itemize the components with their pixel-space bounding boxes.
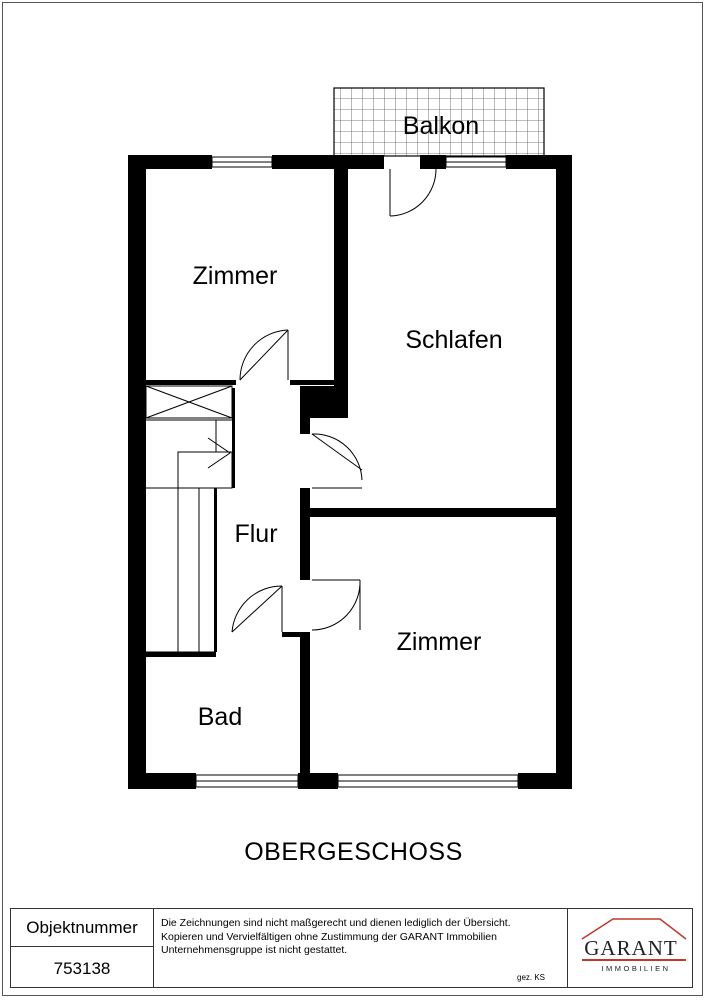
- garant-logo: GARANT IMMOBILIEN: [581, 918, 687, 973]
- object-number-label: Objektnummer: [11, 909, 153, 947]
- disclaimer: Die Zeichnungen sind nicht maßgerecht un…: [161, 917, 561, 958]
- logo-name: GARANT: [584, 936, 678, 960]
- windows: [195, 156, 519, 788]
- object-number: 753138: [53, 959, 111, 978]
- room-label-bad: Bad: [198, 703, 242, 731]
- room-label-zimmer-bottom: Zimmer: [397, 628, 482, 656]
- room-label-schlafen: Schlafen: [405, 326, 502, 354]
- logo-sub: IMMOBILIEN: [601, 964, 670, 973]
- object-column: Objektnummer 753138: [11, 909, 154, 987]
- roof-icon: [581, 918, 687, 940]
- logo-column: GARANT IMMOBILIEN: [567, 909, 693, 987]
- floor-title: OBERGESCHOSS: [244, 838, 463, 866]
- logo-underline: [582, 959, 686, 961]
- interior-walls: [146, 155, 558, 778]
- room-label-zimmer-top: Zimmer: [193, 262, 278, 290]
- disclaimer-line: Unternehmensgruppe ist nicht gestattet.: [161, 944, 348, 956]
- disclaimer-line: Kopieren und Vervielfältigen ohne Zustim…: [161, 930, 497, 943]
- info-box: Objektnummer 753138 Die Zeichnungen sind…: [10, 908, 693, 988]
- floor-plan: Balkon Zimmer Schlafen Flur Zimmer Bad: [128, 87, 572, 789]
- outer-walls: [128, 155, 572, 789]
- disclaimer-line: Die Zeichnungen sind nicht maßgerecht un…: [161, 917, 511, 929]
- room-label-flur: Flur: [234, 520, 277, 548]
- drawn-by: gez. KS: [517, 973, 546, 982]
- doors: [231, 168, 437, 633]
- room-label-balkon: Balkon: [403, 112, 479, 140]
- stairs: [145, 385, 233, 653]
